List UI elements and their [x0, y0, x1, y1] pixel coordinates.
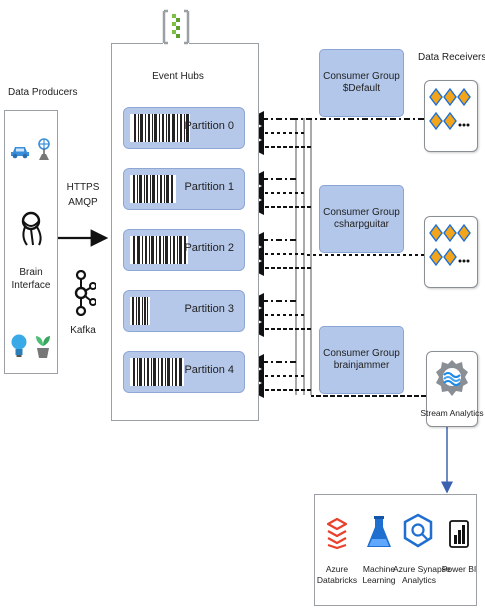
machine-learning-icon: [367, 516, 391, 547]
partition-4-label: Partition 4: [184, 364, 234, 376]
event-hubs-icon: [162, 9, 190, 45]
power-bi-icon: [449, 520, 469, 548]
consumer-group-brainjammer-line2: brainjammer: [333, 360, 390, 371]
output-databricks-line2: Databricks: [316, 575, 358, 585]
stream-analytics-label: Stream Analytics: [420, 408, 484, 418]
https-label: HTTPS: [66, 182, 100, 193]
brain-label-2: Interface: [11, 280, 51, 291]
car-icon: [11, 147, 29, 159]
receiver-devices-icon: [429, 87, 471, 131]
weather-station-icon: [38, 138, 50, 160]
partition-0-label: Partition 0: [184, 120, 234, 132]
partition-1-label: Partition 1: [184, 181, 234, 193]
output-synapse-line1: Azure Synapse: [393, 564, 451, 574]
partition-3-events: [130, 297, 150, 325]
output-synapse-line2: Analytics: [401, 575, 436, 585]
brain-label-1: Brain: [19, 267, 43, 278]
stream-analytics-box: Stream Analytics: [420, 351, 484, 427]
synapse-icon: [403, 513, 433, 548]
partition-2-label: Partition 2: [184, 242, 234, 254]
partition-2-events: [130, 236, 188, 264]
receiver-group-2: [424, 216, 478, 288]
output-ml-line2: Learning: [362, 575, 396, 585]
partition-0-arrows: [248, 111, 311, 155]
receiver-group-1: [424, 80, 478, 152]
partition-2-arrows: [248, 232, 311, 276]
consumer-group-default: Consumer Group $Default: [319, 49, 404, 117]
partition-0-events: [130, 114, 190, 142]
outputs-box: Azure Databricks Machine Learning Azure …: [314, 494, 477, 606]
amqp-label: AMQP: [68, 197, 98, 208]
consumer-group-csharpguitar-line1: Consumer Group: [323, 207, 400, 218]
kafka-label: Kafka: [70, 325, 96, 336]
producers-title: Data Producers: [8, 87, 78, 98]
partition-1-events: [130, 175, 176, 203]
partition-1: Partition 1: [123, 168, 245, 210]
output-ml-line1: Machine: [362, 564, 396, 574]
consumer-group-default-line2: $Default: [342, 83, 381, 94]
partition-3-label: Partition 3: [184, 303, 234, 315]
consumer-group-csharpguitar: Consumer Group csharpguitar: [319, 185, 404, 253]
event-hubs-title: Event Hubs: [152, 71, 204, 82]
lightbulb-icon: [11, 334, 27, 357]
data-receivers-title: Data Receivers: [418, 52, 485, 63]
partition-4-arrows: [248, 354, 311, 398]
receiver-devices-icon: [429, 223, 471, 267]
databricks-icon: [326, 517, 348, 549]
partition-3-arrows: [248, 293, 311, 337]
consumer-group-default-line1: Consumer Group: [323, 71, 400, 82]
consumer-group-csharpguitar-line2: csharpguitar: [333, 219, 390, 230]
consumer-group-brainjammer-line1: Consumer Group: [323, 348, 400, 359]
kafka-icon: [74, 270, 96, 316]
output-powerbi-line1: Power BI: [441, 564, 477, 574]
brain-interface-icon: [21, 211, 42, 246]
plant-sensor-icon: [36, 336, 50, 358]
consumer-group-brainjammer: Consumer Group brainjammer: [319, 326, 404, 394]
partition-1-arrows: [248, 171, 311, 215]
partition-4: Partition 4: [123, 351, 245, 393]
output-databricks-line1: Azure: [325, 564, 349, 574]
partition-0: Partition 0: [123, 107, 245, 149]
producers-box: Brain Interface: [4, 110, 58, 374]
partition-4-events: [130, 358, 184, 386]
partition-3: Partition 3: [123, 290, 245, 332]
partition-2: Partition 2: [123, 229, 245, 271]
stream-analytics-icon: [436, 360, 468, 396]
